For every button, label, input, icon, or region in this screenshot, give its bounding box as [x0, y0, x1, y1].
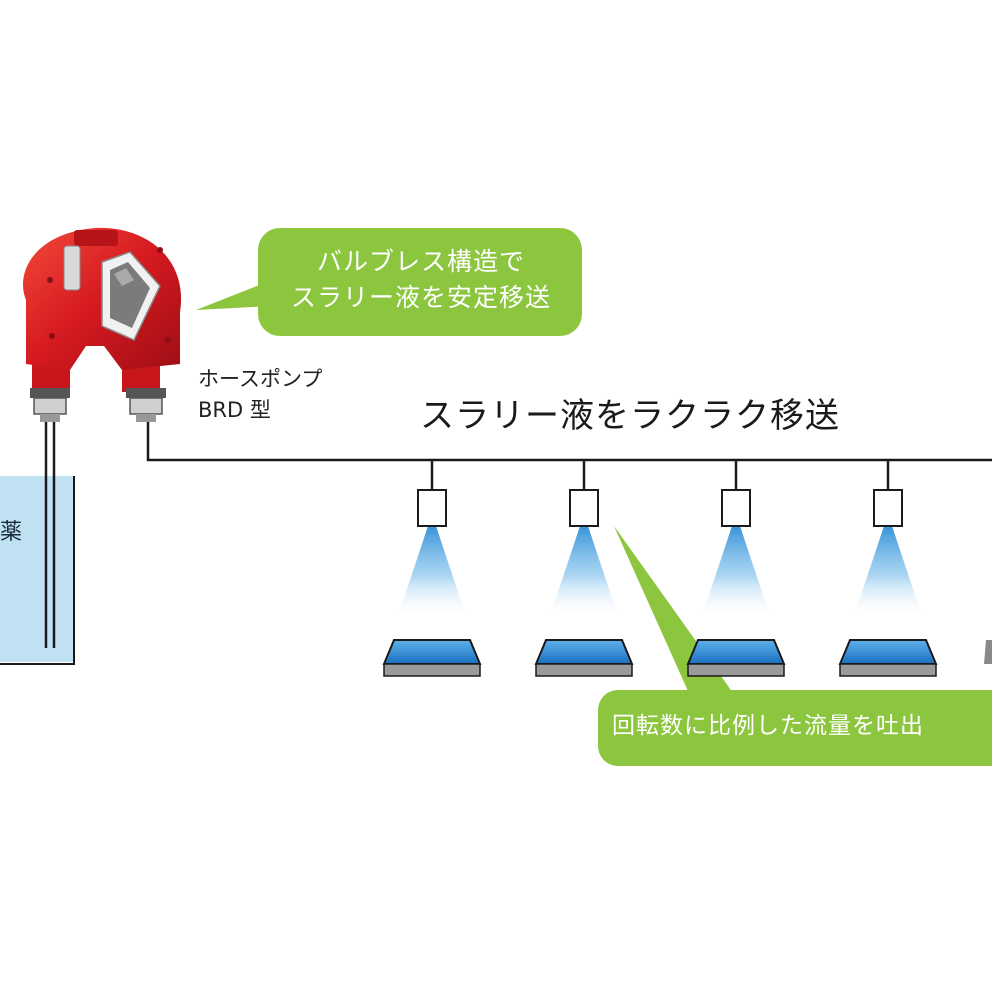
wafer — [838, 639, 938, 665]
callout-valveless-text: バルブレス構造で スラリー液を安定移送 — [262, 244, 580, 316]
chemical-tank — [0, 476, 75, 665]
diagram-title: スラリー液をラクラク移送 — [420, 396, 840, 436]
pump-model: BRD 型 — [198, 398, 271, 422]
wafer-stage — [687, 663, 785, 677]
wafer-stage — [535, 663, 633, 677]
wafer-stage — [383, 663, 481, 677]
nozzle-head — [873, 489, 903, 527]
hose-pump — [22, 227, 182, 422]
nozzle-station-partial — [984, 640, 992, 664]
wafer — [534, 639, 634, 665]
nozzle-stations — [382, 460, 992, 677]
nozzle-head — [569, 489, 599, 527]
wafer-edge — [984, 640, 992, 664]
nozzle-station-4 — [838, 460, 938, 677]
spray-cone — [702, 526, 770, 616]
piping — [44, 420, 992, 648]
wafer — [382, 639, 482, 665]
callout-valveless-bubble — [196, 228, 582, 336]
spray-cone — [550, 526, 618, 616]
nozzle-station-2 — [534, 460, 634, 677]
nozzle-head — [417, 489, 447, 527]
pump-name: ホースポンプ — [198, 367, 323, 391]
spray-cone — [398, 526, 466, 616]
callout-flow-text: 回転数に比例した流量を吐出 — [612, 713, 924, 739]
wafer — [686, 639, 786, 665]
pump-label: ホースポンプ BRD 型 — [198, 364, 322, 426]
callout-valveless-line1: バルブレス構造で — [316, 247, 525, 276]
nozzle-station-3 — [686, 460, 786, 677]
wafer-stage — [839, 663, 937, 677]
callout-valveless-line2: スラリー液を安定移送 — [290, 283, 551, 312]
spray-cone — [854, 526, 922, 616]
nozzle-station-1 — [382, 460, 482, 677]
nozzle-head — [721, 489, 751, 527]
tank-label: 薬 — [0, 520, 23, 545]
